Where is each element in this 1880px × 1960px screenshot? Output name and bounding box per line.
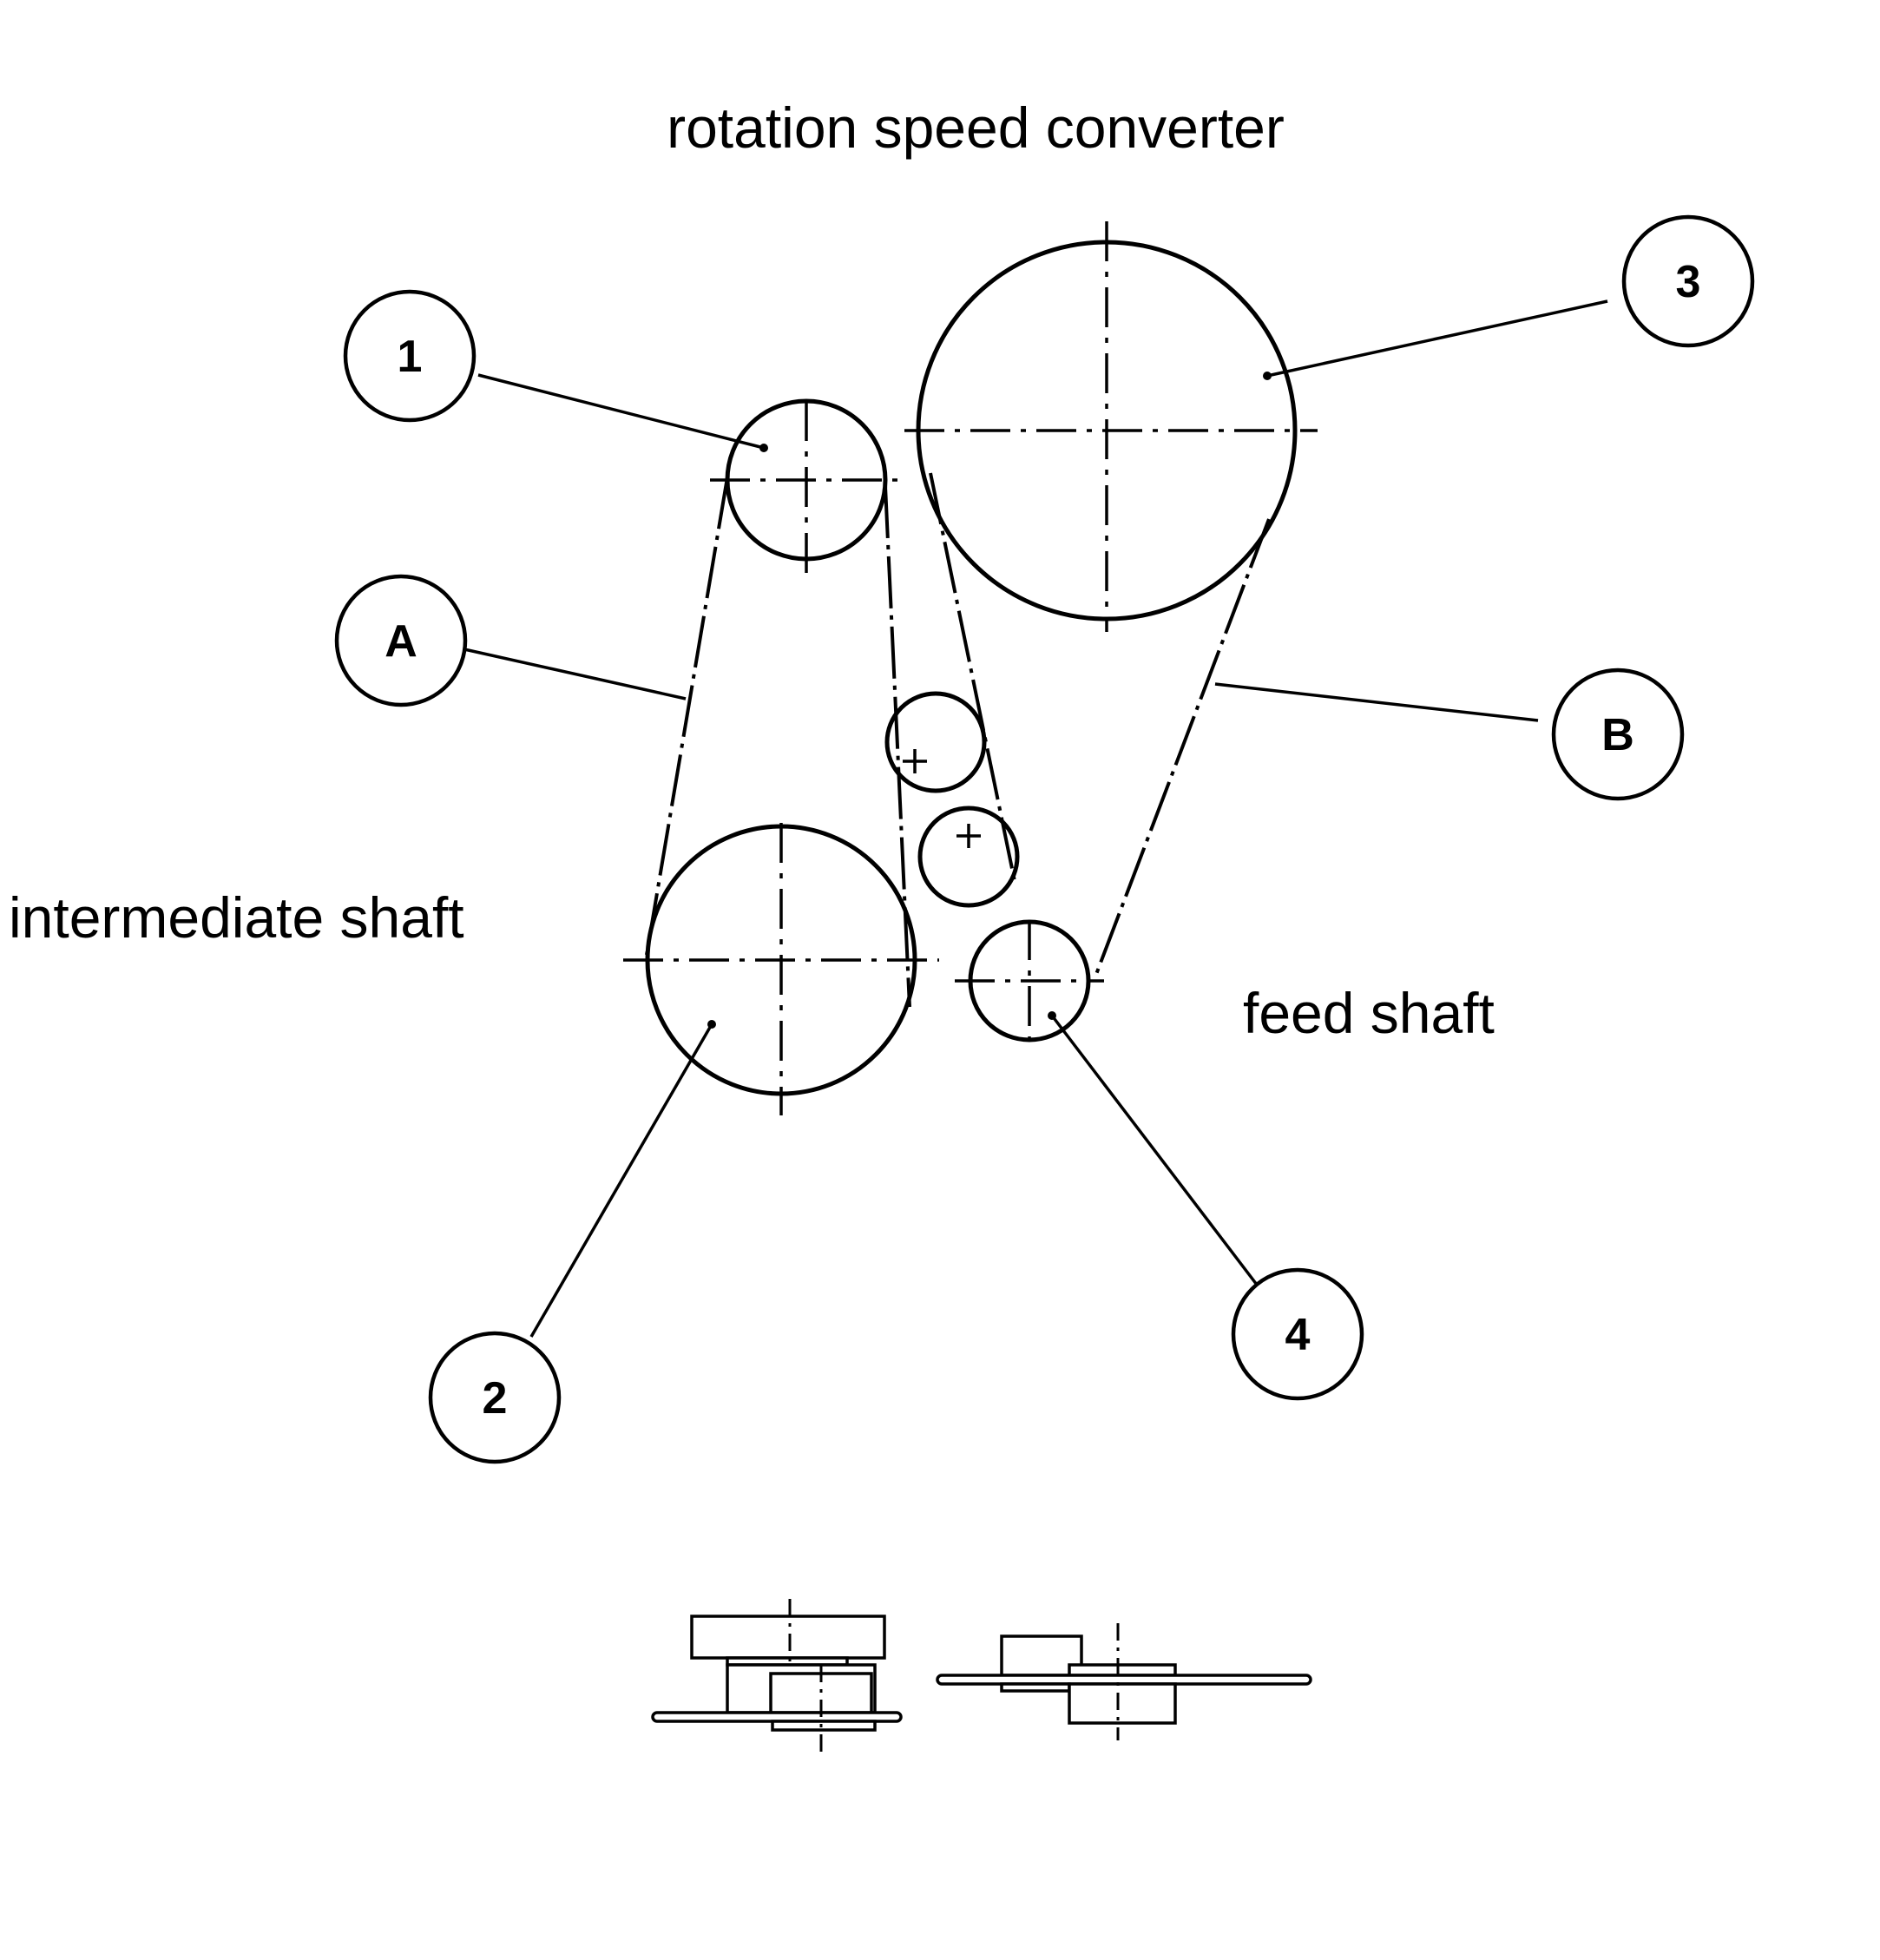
pulley-4 — [955, 919, 1104, 1042]
intermediate-shaft-label: intermediate shaft — [9, 885, 464, 950]
callout-1: 1 — [343, 289, 477, 423]
idler-pulley-lower — [917, 806, 1020, 908]
callout-b-text: B — [1601, 710, 1634, 760]
feed-shaft-label: feed shaft — [1243, 981, 1495, 1045]
callout-a-text: A — [385, 616, 417, 667]
callout-1-text: 1 — [398, 332, 423, 382]
pulley-1 — [710, 398, 903, 580]
callout-3-text: 3 — [1676, 257, 1701, 307]
belt-a — [645, 477, 911, 1008]
callout-2: 2 — [428, 1331, 562, 1464]
callout-4-text: 4 — [1285, 1310, 1311, 1360]
callout-2-text: 2 — [483, 1373, 508, 1424]
callout-4: 4 — [1231, 1267, 1364, 1401]
idler-pulley-upper — [884, 691, 987, 793]
leader-lines — [463, 299, 1608, 1338]
belt-b — [929, 472, 1271, 977]
pulley-2 — [623, 823, 939, 1115]
callout-a: A — [334, 574, 468, 707]
pulley-3 — [904, 221, 1318, 632]
diagram-title: rotation speed converter — [667, 95, 1285, 160]
side-view-intermediate-assembly — [651, 1599, 903, 1752]
side-view-feed-assembly — [936, 1623, 1312, 1740]
callout-b: B — [1551, 668, 1685, 801]
callout-3: 3 — [1621, 214, 1755, 348]
